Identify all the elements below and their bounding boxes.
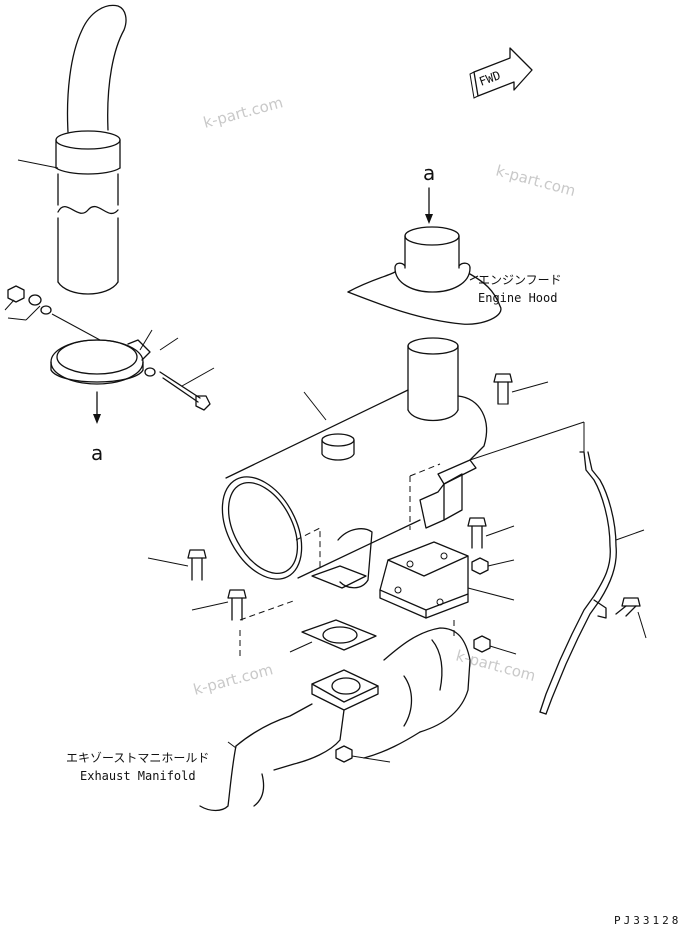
exhaust-manifold-label-en: Exhaust Manifold [80,769,196,783]
bolt-mid-right [467,517,515,549]
view-arrow-top: a [423,161,435,224]
fwd-arrow-icon: FWD [469,47,533,99]
fwd-label: FWD [477,68,502,89]
drawing-code: PJ33128 [614,914,681,927]
exhaust-manifold [199,599,471,812]
watermark-bottom-left: k-part.com [191,660,275,699]
pipe-clamp [50,329,153,385]
exhaust-manifold-label-jp: エキゾーストマニホールド [66,751,209,765]
gasket [289,619,377,653]
view-marker-top: a [423,161,435,185]
nut-lower-right [473,635,517,655]
clamp-nut-washer [4,285,101,341]
watermark-top-right: k-part.com [494,161,578,200]
manifold-nut [335,745,391,763]
mount-bracket [379,541,515,619]
clamp-bolt [144,337,215,411]
watermark-bottom-right: k-part.com [454,646,538,685]
engine-hood-label-en: Engine Hood [478,291,557,305]
nut-mid-right [471,557,515,575]
bolt-upper-right [493,373,549,405]
bolt-left-upper [147,549,207,581]
muffler-bracket [419,459,477,529]
engine-hood-collar [347,226,502,325]
watermark-top-left: k-part.com [201,93,285,132]
bolt-left-lower [191,589,247,621]
tail-pipe [17,4,127,295]
bolt-pipe-clip [615,597,647,639]
muffler [221,337,488,589]
view-marker-left: a [91,441,103,465]
breather-pipe [469,421,645,715]
engine-hood-label-jp: エンジンフード [478,273,562,287]
view-arrow-left: a [91,391,103,465]
